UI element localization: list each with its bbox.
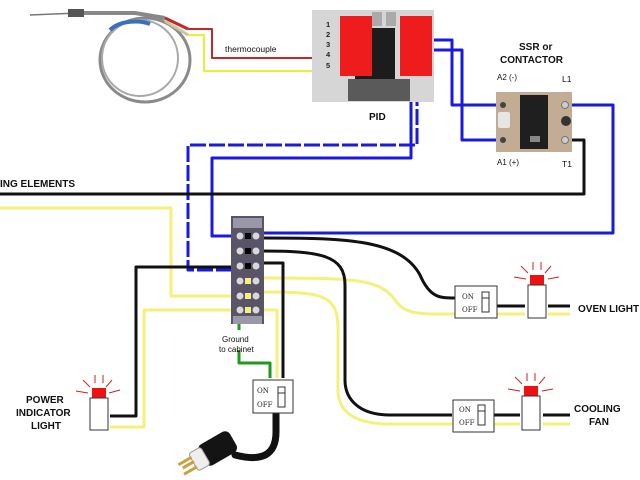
ssr-terminal-a1-label: A1 (+) xyxy=(497,158,519,167)
power-indicator-neutral-wire xyxy=(110,308,232,429)
heating-element-wire xyxy=(0,138,586,196)
cooling-fan-switch[interactable]: ON OFF xyxy=(452,399,495,433)
ssr-terminal-t1-label: T1 xyxy=(562,159,572,169)
power-indicator-hot-wire xyxy=(110,265,232,418)
terminal-block-icon xyxy=(231,216,264,324)
pid-to-ssr-a2-wire xyxy=(432,38,500,107)
power-indicator-label-line2: INDICATOR xyxy=(16,408,71,419)
cooling-fan-switch-on-label: ON xyxy=(459,406,471,414)
ssr-l1-supply-wire xyxy=(262,103,615,235)
power-indicator-lamp-icon xyxy=(75,375,121,431)
cooling-fan-lamp-icon xyxy=(507,373,554,431)
main-neutral-wire xyxy=(262,308,279,378)
thermocouple-probe-icon xyxy=(29,9,192,104)
pid-to-ssr-a1-wire xyxy=(432,48,500,142)
thermocouple-label: thermocouple xyxy=(225,44,277,54)
cooling-fan-label-line1: COOLING xyxy=(574,404,621,415)
power-indicator-label-line3: LIGHT xyxy=(31,421,61,432)
oven-light-switch[interactable]: ON OFF xyxy=(454,285,498,319)
power-plug-icon xyxy=(177,431,237,476)
oven-light-label: OVEN LIGHT xyxy=(578,304,639,315)
cooling-fan-neutral-wire xyxy=(261,290,570,426)
ssr-label-line1: SSR or xyxy=(519,42,552,53)
power-cord xyxy=(231,410,280,462)
pid-terminal-5: 5 xyxy=(326,61,330,70)
thermocouple-yellow-lead xyxy=(188,34,330,72)
pid-label: PID xyxy=(369,112,386,123)
oven-light-lamp-icon xyxy=(513,262,560,319)
pid-power-wire-2 xyxy=(210,90,413,238)
pid-terminal-4: 4 xyxy=(326,50,331,59)
ssr-terminal-a2-label: A2 (-) xyxy=(497,73,517,82)
cooling-fan-label-line2: FAN xyxy=(589,417,609,428)
heating-elements-label: ING ELEMENTS xyxy=(0,179,75,190)
main-power-switch-on-label: ON xyxy=(257,387,269,395)
oven-light-switch-on-label: ON xyxy=(462,293,474,301)
oven-light-neutral-wire xyxy=(261,276,570,316)
ssr-label-line2: CONTACTOR xyxy=(500,55,564,66)
wires xyxy=(0,28,615,462)
power-indicator-label-line1: POWER xyxy=(26,395,65,406)
ssr-terminal-l1-label: L1 xyxy=(562,74,572,84)
pid-terminal-3: 3 xyxy=(326,40,330,49)
oven-light-hot-wire xyxy=(261,236,456,300)
ground-label-line1: Ground xyxy=(222,335,249,344)
main-power-switch[interactable]: ON OFF xyxy=(252,379,294,414)
pid-terminal-2: 2 xyxy=(326,30,330,39)
heating-element-neutral-wire xyxy=(0,206,232,298)
solid-state-relay-icon xyxy=(496,92,572,152)
oven-light-switch-off-label: OFF xyxy=(462,306,478,314)
pid-terminal-numbers: 1 2 3 4 5 xyxy=(326,20,331,70)
thermocouple-red-lead xyxy=(188,28,330,59)
pid-terminal-1: 1 xyxy=(326,20,330,29)
pid-controller-icon xyxy=(312,10,434,102)
main-hot-wire xyxy=(262,261,285,378)
cooling-fan-hot-wire xyxy=(261,249,452,417)
ground-label-line2: to cabinet xyxy=(219,345,254,354)
pid-power-wire-1 xyxy=(186,90,419,272)
main-power-switch-off-label: OFF xyxy=(257,401,273,409)
cooling-fan-switch-off-label: OFF xyxy=(459,419,475,427)
